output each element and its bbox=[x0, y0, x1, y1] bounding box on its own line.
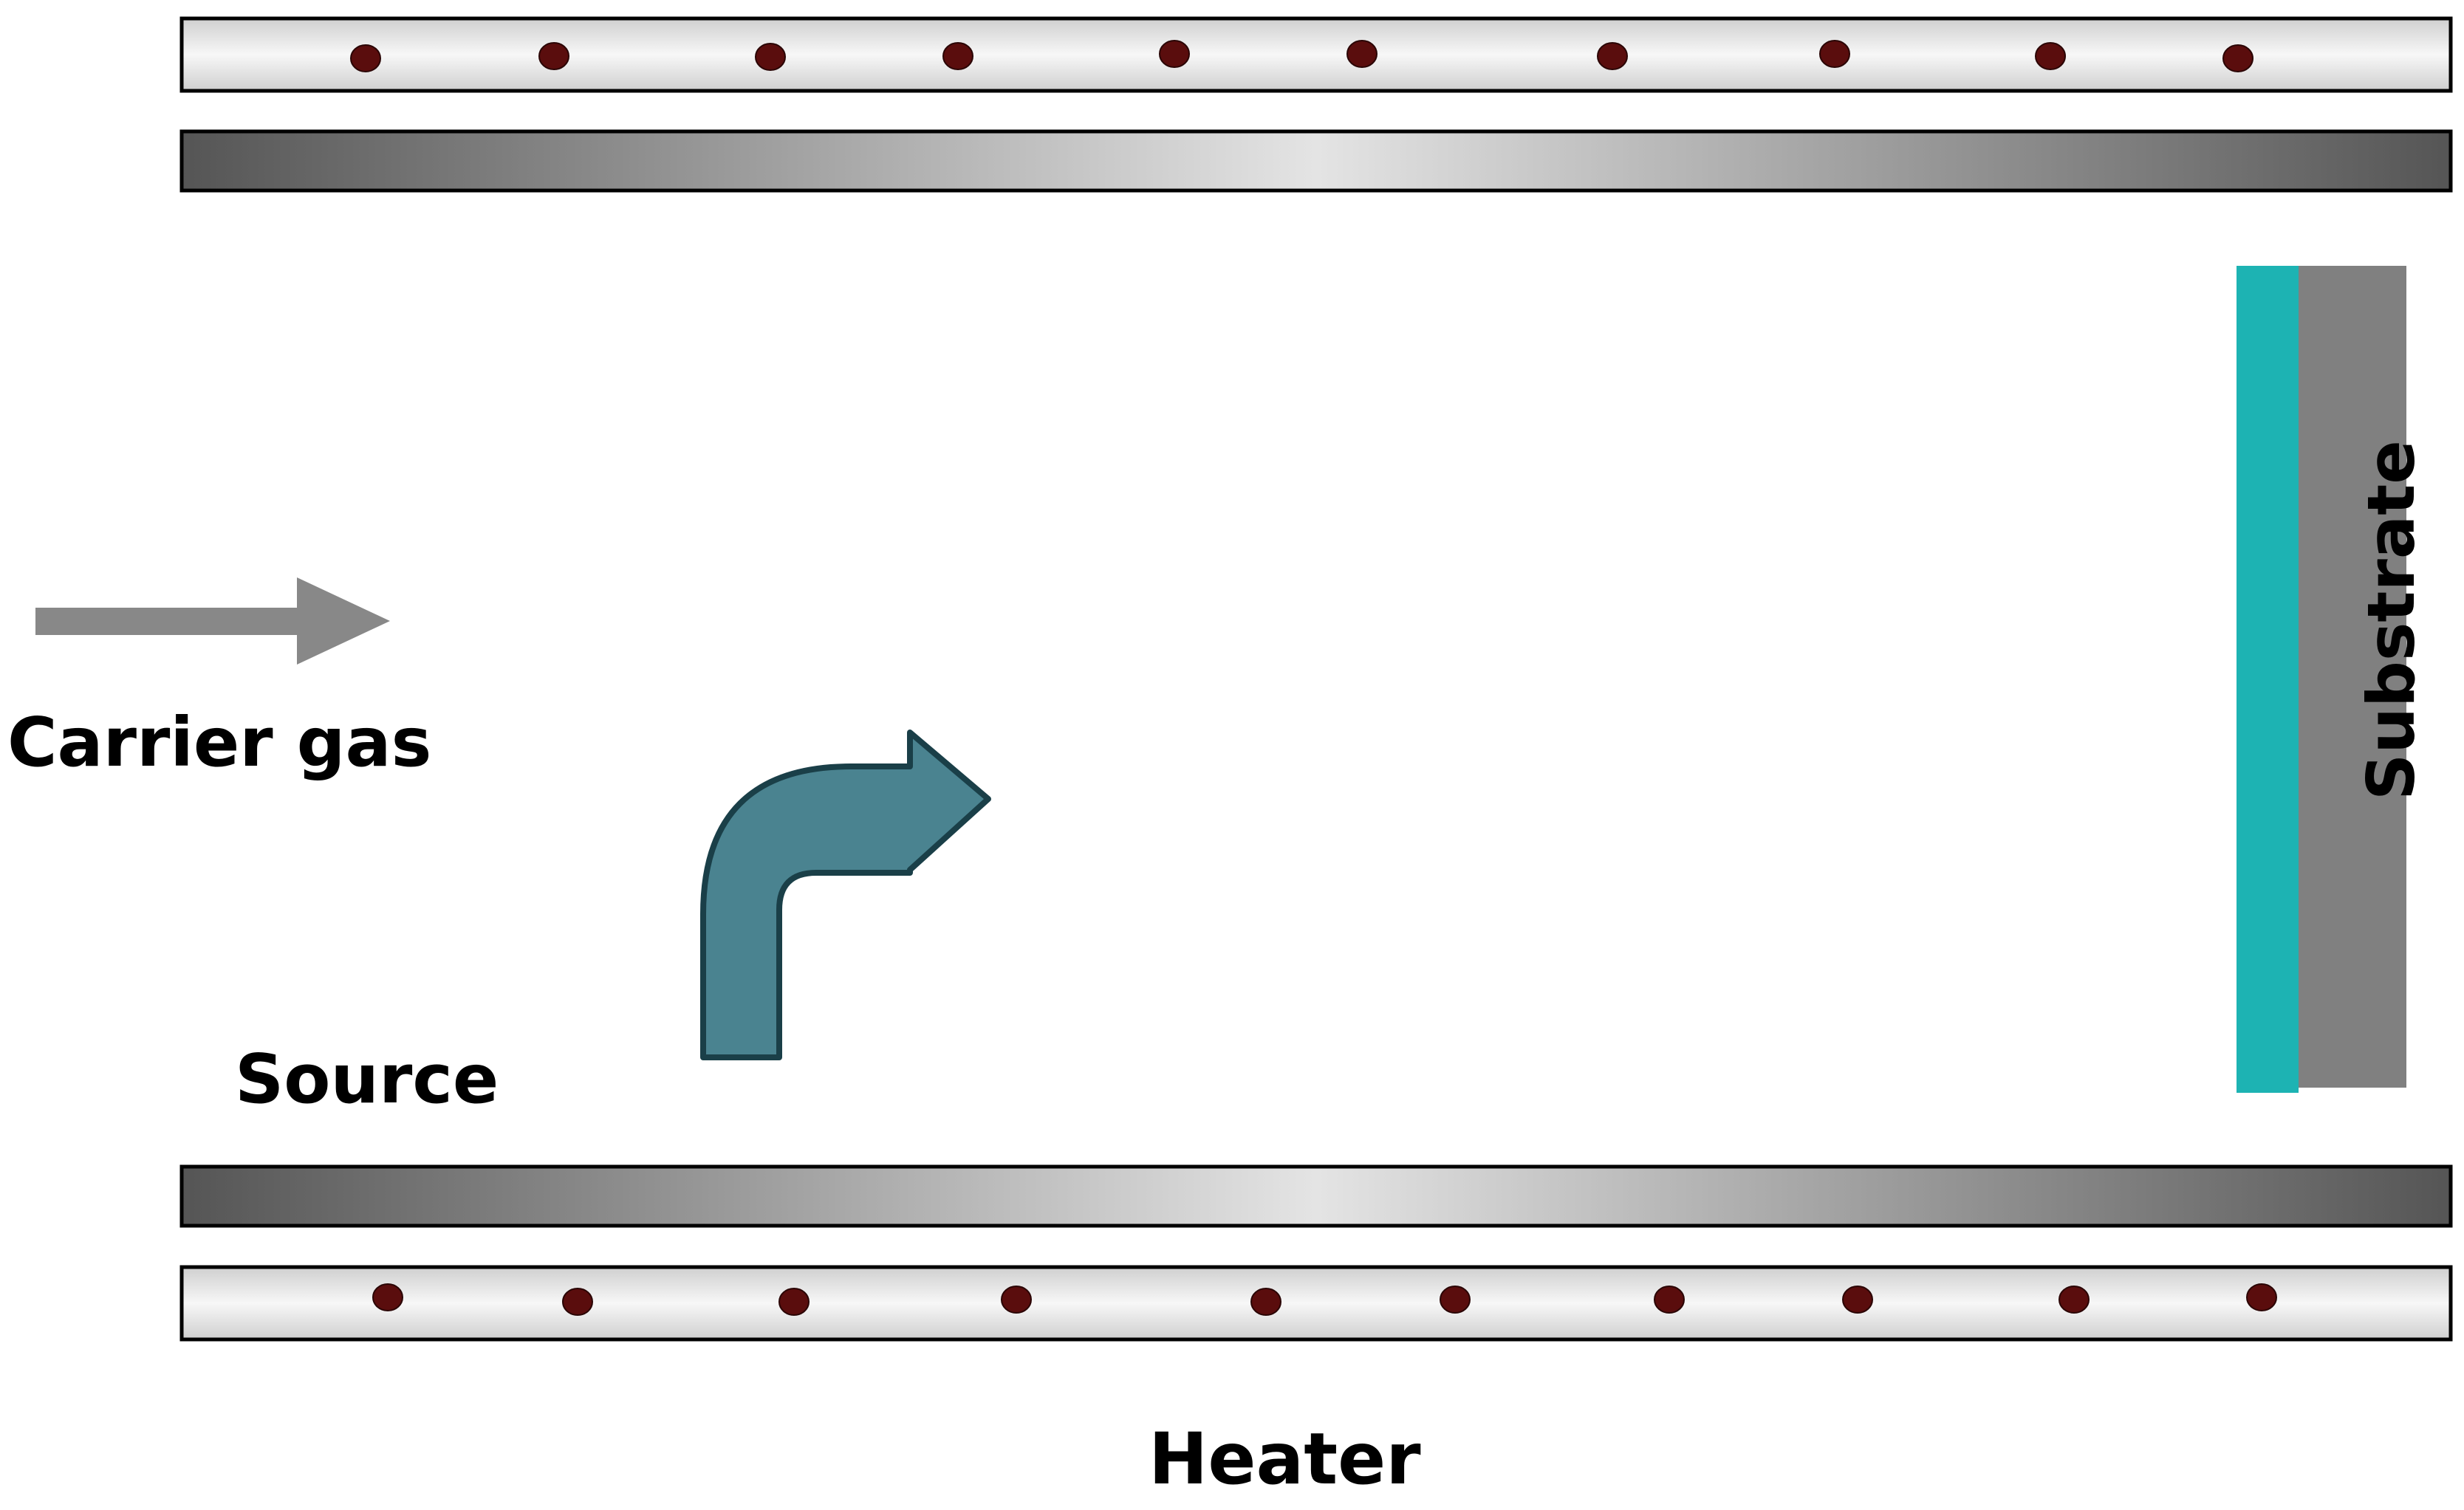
top-tube-wall bbox=[179, 129, 2453, 193]
substrate-label: Substrate bbox=[2353, 440, 2429, 800]
heater-element-dot bbox=[562, 1288, 593, 1316]
heater-element-dot bbox=[372, 1283, 403, 1311]
heater-element-dot bbox=[538, 42, 569, 70]
top-heater-elements bbox=[350, 40, 2253, 72]
heater-element-dot bbox=[778, 1288, 810, 1316]
heater-element-dot bbox=[350, 44, 381, 72]
heater-element-dot bbox=[1597, 42, 1628, 70]
heater-element-dot bbox=[1842, 1286, 1873, 1314]
top-heater-band bbox=[179, 16, 2453, 93]
source-label: Source bbox=[235, 1040, 499, 1119]
heater-element-dot bbox=[942, 42, 973, 70]
carrier-gas-label: Carrier gas bbox=[7, 703, 432, 782]
bottom-tube-wall bbox=[179, 1164, 2453, 1228]
heater-element-dot bbox=[2246, 1283, 2277, 1311]
bottom-heater-elements bbox=[372, 1283, 2277, 1316]
heater-element-dot bbox=[1159, 40, 1190, 68]
heater-element-dot bbox=[1250, 1288, 1281, 1316]
vapor-flow-arrow-icon bbox=[700, 730, 991, 1060]
heater-element-dot bbox=[1819, 40, 1850, 68]
heater-element-dot bbox=[755, 43, 786, 71]
carrier-gas-arrow-icon bbox=[35, 577, 390, 665]
heater-element-dot bbox=[2059, 1286, 2090, 1314]
heater-label: Heater bbox=[1149, 1418, 1421, 1500]
heater-element-dot bbox=[1440, 1286, 1471, 1314]
heater-element-dot bbox=[1346, 40, 1378, 68]
substrate-body bbox=[2296, 266, 2406, 1088]
substrate-film bbox=[2237, 266, 2299, 1093]
heater-element-dot bbox=[2222, 44, 2253, 72]
heater-element-dot bbox=[1001, 1286, 1032, 1314]
heater-element-dot bbox=[2035, 42, 2066, 70]
heater-element-dot bbox=[1654, 1286, 1685, 1314]
bottom-heater-band bbox=[179, 1265, 2453, 1342]
